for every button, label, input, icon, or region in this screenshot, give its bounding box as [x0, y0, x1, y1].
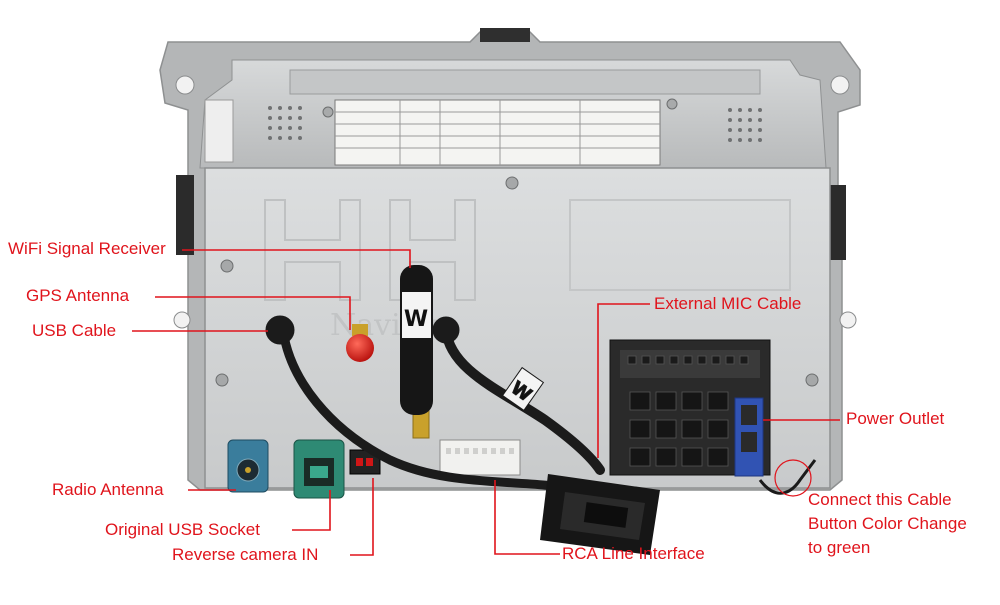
- antenna-tag: W: [404, 307, 428, 332]
- power-cable-stub: [758, 459, 817, 495]
- side-sticker: [204, 99, 234, 163]
- screw: [322, 106, 334, 118]
- callout-reverse-camera: Reverse camera IN: [172, 545, 319, 564]
- vent-grille-right: [728, 108, 762, 142]
- callout-rca-line: RCA Line Interface: [562, 544, 705, 563]
- callout-radio-antenna: Radio Antenna: [52, 480, 164, 499]
- callout-external-mic: External MIC Cable: [654, 294, 802, 313]
- screw: [220, 259, 234, 273]
- callout-original-usb-socket: Original USB Socket: [105, 520, 260, 539]
- callout-connect-line-2: Button Color Change: [808, 514, 967, 533]
- screw: [505, 176, 519, 190]
- fuse-block: [734, 397, 764, 477]
- vent-grille-left: [268, 106, 302, 140]
- callout-connect-line-1: Connect this Cable: [808, 490, 952, 509]
- screw: [666, 98, 678, 110]
- gps-antenna-connector: [346, 324, 374, 362]
- wifi-antenna: W: [400, 265, 433, 439]
- callout-wifi-receiver: WiFi Signal Receiver: [8, 239, 166, 258]
- callout-power-outlet: Power Outlet: [846, 409, 945, 428]
- usb-cable: [265, 315, 585, 495]
- chassis-top: [199, 59, 827, 169]
- callout-gps-antenna: GPS Antenna: [26, 286, 130, 305]
- original-usb-fakra: [293, 439, 345, 499]
- mic-cable: W: [432, 316, 605, 475]
- screw: [805, 373, 819, 387]
- usb-plug: [540, 474, 660, 555]
- screw: [215, 373, 229, 387]
- callout-connect-cable: Connect this Cable Button Color Change t…: [808, 488, 998, 560]
- callout-lines: [132, 249, 840, 556]
- callout-usb-cable: USB Cable: [32, 321, 117, 340]
- radio-antenna-fakra: [227, 439, 269, 493]
- callout-connect-line-3: to green: [808, 538, 871, 557]
- rca-white-connector: [439, 439, 521, 476]
- spec-label-sticker: [334, 99, 661, 166]
